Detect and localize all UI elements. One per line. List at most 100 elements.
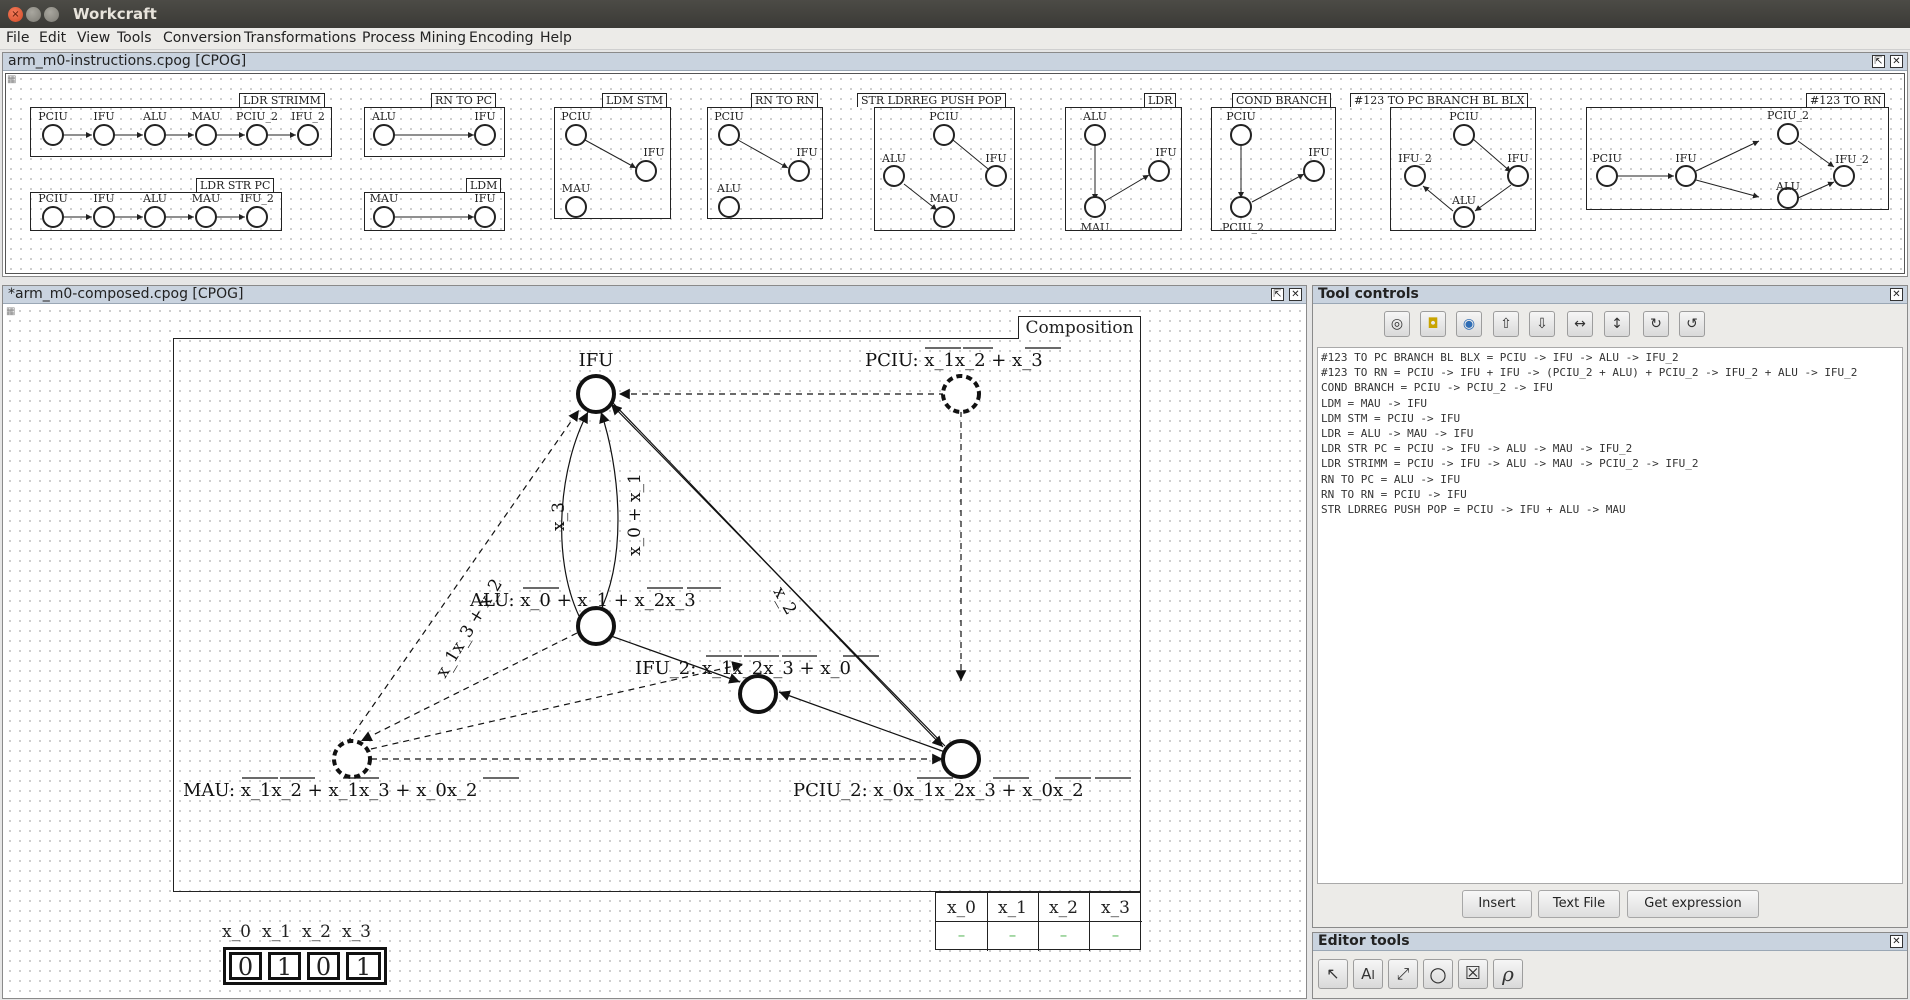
graph-ldm-stm[interactable] [554,107,671,219]
svg-text:PCIU: PCIU [1449,110,1478,123]
new-icon[interactable]: ◘ [1420,311,1446,337]
arc-label-pciu2-ifu: x_2 [769,584,801,619]
svg-text:ALU: ALU [1775,180,1800,193]
get-expression-button[interactable]: Get expression [1627,890,1759,918]
close-icon[interactable]: ✕ [1890,288,1903,301]
select-icon[interactable]: ◎ [1384,311,1410,337]
vertex-label-pciu: PCIU: x_1x_2 + x_3 [865,350,1043,371]
graph-rn-to-rn[interactable] [707,107,823,219]
vertex-ifu2 [738,674,778,714]
rho-tool-icon[interactable]: ρ [1493,959,1523,989]
edit-icon[interactable]: ◉ [1456,311,1482,337]
variable-tool-icon[interactable]: ☒ [1458,959,1488,989]
var-value-x0[interactable]: – [957,926,966,944]
svg-text:IFU: IFU [474,192,495,205]
encoding-label-x2: x_2 [302,922,331,942]
var-value-x2[interactable]: – [1059,926,1068,944]
close-icon[interactable]: ✕ [1289,288,1302,301]
instructions-canvas[interactable]: ▦ LDR STRIMM RN TO PC LDM STM RN TO RN S… [5,73,1905,274]
graph-rn-to-pc[interactable] [364,107,505,157]
graph-ldr-strimm[interactable] [30,107,332,157]
composition-label: Composition [1018,316,1141,339]
undock-icon[interactable]: ⇱ [1872,55,1885,68]
canvas-handle-icon[interactable]: ▦ [6,306,16,317]
graph-ldr[interactable] [1065,107,1182,231]
svg-text:PCIU: PCIU [1592,152,1621,165]
encoding-bit-x0[interactable]: 0 [229,952,262,980]
svg-text:PCIU: PCIU [561,110,590,123]
menu-help[interactable]: Help [540,30,572,46]
menu-transformations[interactable]: Transformations [244,30,357,46]
expression-line: COND BRANCH = PCIU -> PCIU_2 -> IFU [1321,381,1553,395]
encoding-bit-x1[interactable]: 1 [268,952,301,980]
menu-conversion[interactable]: Conversion [163,30,242,46]
graph-str-ldrreg-push-pop[interactable] [874,107,1015,231]
expression-line: RN TO RN = PCIU -> IFU [1321,487,1467,501]
svg-text:ALU: ALU [1082,110,1107,123]
instructions-panel-header: arm_m0-instructions.cpog [CPOG] ⇱ ✕ [3,53,1907,71]
arc-mau-ifu [346,409,580,744]
svg-text:IFU: IFU [1507,152,1528,165]
menu-tools[interactable]: Tools [117,30,152,46]
close-icon[interactable]: ✕ [1890,55,1903,68]
menu-view[interactable]: View [77,30,111,46]
svg-text:ALU: ALU [716,182,741,195]
arc-ifu-pciu2 [612,402,944,748]
graph-label-rn-to-pc: RN TO PC [431,93,497,107]
close-icon[interactable]: ✕ [1890,935,1903,948]
vertex-label-ifu2: IFU_2: x_1x_2x_3 + x_0 [635,658,851,679]
menu-process-mining[interactable]: Process Mining [362,30,467,46]
vertical-icon[interactable]: ↕ [1604,311,1630,337]
graph-label-cond-branch: COND BRANCH [1232,93,1332,107]
expression-line: RN TO PC = ALU -> IFU [1321,472,1461,486]
connect-tool-icon[interactable]: ⤢ [1388,959,1418,989]
menu-file[interactable]: File [6,30,30,46]
graph-label-str-ldrreg: STR LDRREG PUSH POP [857,93,1006,107]
expression-line: LDR STRIMM = PCIU -> IFU -> ALU -> MAU -… [1321,457,1699,471]
svg-text:MAU: MAU [370,192,398,205]
var-header-x1: x_1 [998,898,1027,918]
encoding-label-x3: x_3 [342,922,371,942]
canvas-handle-icon[interactable]: ▦ [7,74,17,85]
encoding-bit-x2[interactable]: 0 [307,952,340,980]
text-file-button[interactable]: Text File [1538,890,1620,918]
variables-table: x_0 x_1 x_2 x_3 – – – – [935,892,1142,951]
menu-bar: File Edit View Tools Conversion Transfor… [0,28,1910,50]
graph-ldm[interactable] [364,192,505,231]
encoding-labels: x_0 x_1 x_2 x_3 [219,922,389,944]
graph-ldr-str-pc[interactable] [30,192,282,231]
menu-encoding[interactable]: Encoding [469,30,534,46]
var-value-x3[interactable]: – [1111,926,1120,944]
rotate-cw-icon[interactable]: ↻ [1643,311,1669,337]
editor-tools-header: Editor tools ✕ [1313,933,1907,951]
graph-123-to-rn[interactable] [1586,107,1889,210]
graph-123-to-pc-branch[interactable] [1390,107,1536,231]
var-header-x0: x_0 [947,898,976,918]
rotate-ccw-icon[interactable]: ↺ [1679,311,1705,337]
move-down-icon[interactable]: ⇩ [1529,311,1555,337]
menu-edit[interactable]: Edit [39,30,67,46]
composed-panel: *arm_m0-composed.cpog [CPOG] ⇱ ✕ ▦ Compo… [2,285,1307,999]
window-maximize-button[interactable] [44,7,59,22]
window-minimize-button[interactable] [26,7,41,22]
composition-frame[interactable] [173,338,1141,892]
vertex-tool-icon[interactable]: ○ [1423,959,1453,989]
encoding-label-x1: x_1 [262,922,291,942]
arc-alu-mau [360,632,578,742]
undock-icon[interactable]: ⇱ [1271,288,1284,301]
var-value-x1[interactable]: – [1008,926,1017,944]
expression-text-area[interactable]: #123 TO PC BRANCH BL BLX = PCIU -> IFU -… [1317,347,1903,884]
insert-button[interactable]: Insert [1462,890,1532,918]
svg-text:IFU_2: IFU_2 [1835,153,1869,166]
text-tool-icon[interactable]: AI [1353,959,1383,989]
horizontal-icon[interactable]: ↔ [1567,311,1593,337]
vertex-pciu [941,374,981,414]
select-tool-icon[interactable]: ↖ [1318,959,1348,989]
svg-text:ALU: ALU [1451,194,1476,207]
graph-label-ldm: LDM [466,178,502,192]
window-close-button[interactable]: × [8,7,23,22]
arc-alu-ifu2 [610,635,741,684]
move-up-icon[interactable]: ⇧ [1493,311,1519,337]
graph-cond-branch[interactable] [1211,107,1336,231]
encoding-bit-x3[interactable]: 1 [346,952,381,980]
